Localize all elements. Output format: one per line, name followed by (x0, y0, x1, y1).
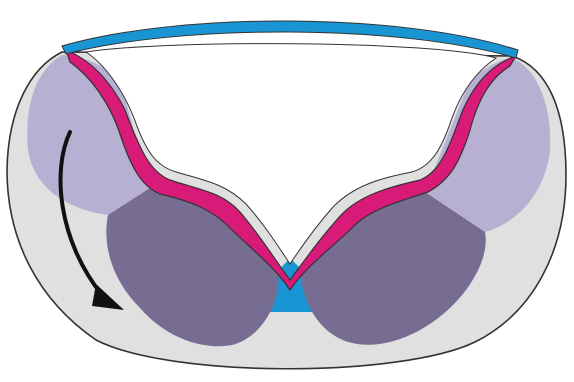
diagram-canvas (0, 0, 574, 382)
anatomical-diagram (0, 0, 574, 382)
